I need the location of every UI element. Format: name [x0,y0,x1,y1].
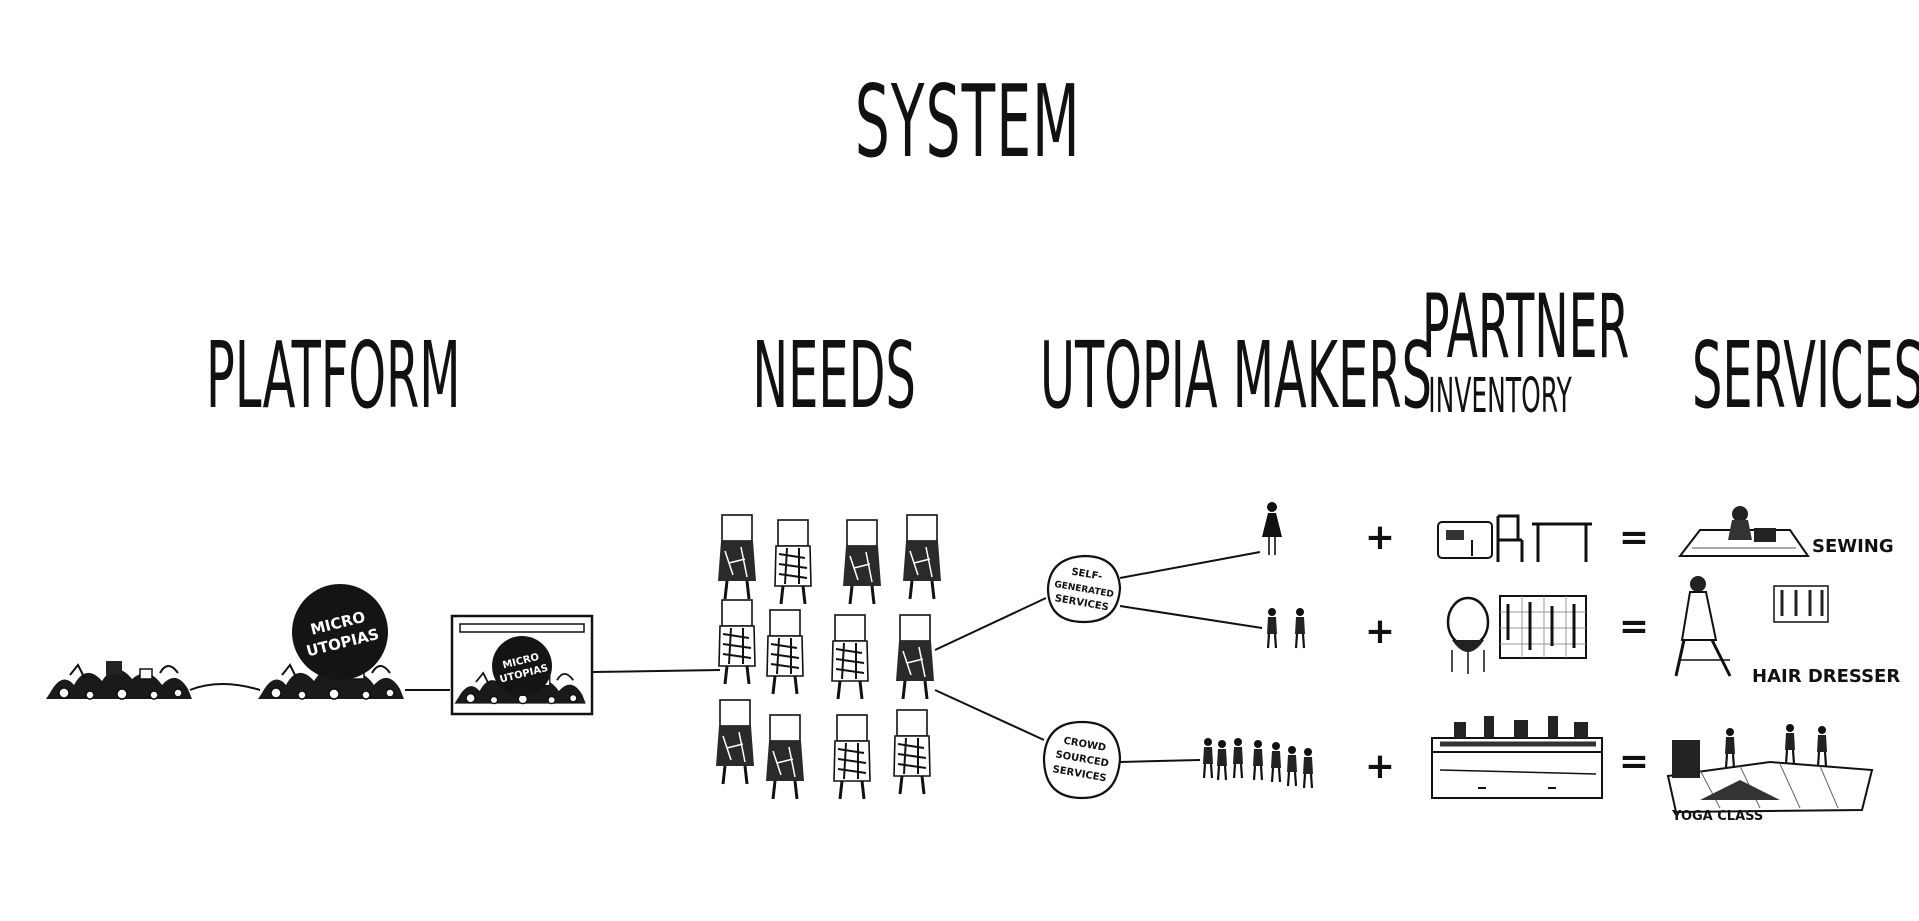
sewing-machine-icon [1437,521,1493,559]
equals-sign: = [1619,741,1649,782]
micro-utopias-ball-small [492,636,552,696]
person-figure-icon [1269,740,1283,784]
yoga-class-service-illustration [1666,722,1874,814]
hair-dresser-service-illustration [1674,576,1829,677]
pegboard-icon [1499,595,1587,659]
equals-sign: = [1619,606,1649,647]
person-holding-sign-icon [716,513,758,601]
column-heading-inventory: INVENTORY [1428,368,1572,424]
table-icon [1532,522,1592,562]
person-figure-icon [1231,736,1245,780]
partner-inventory-section [1431,514,1603,799]
shelf-icon [1431,716,1603,799]
woman-figure-icon [1261,501,1283,556]
connector-line [592,669,721,673]
connector-line [189,683,261,691]
connector-line [1119,605,1263,629]
connector-line [934,689,1045,741]
needs-section [714,513,1047,801]
service-label-hair-dresser: HAIR DRESSER [1752,666,1900,687]
connector-line [1119,551,1261,579]
person-figure-icon [1265,606,1279,650]
utopia-makers-section: SELF- GENERATED SERVICES CROWD SOURCED S… [1042,501,1315,800]
person-figure-icon [1301,746,1315,790]
service-label-yoga-class: YOGA CLASS [1671,809,1763,824]
person-holding-sign-icon [901,513,943,601]
connector-line [1119,759,1201,763]
crowd-sourced-services-hub [1042,720,1122,800]
micro-utopias-ball [292,584,388,680]
person-holding-sign-icon [894,613,936,701]
plus-sign: + [1365,517,1395,558]
service-label-sewing: SEWING [1812,536,1894,557]
person-holding-sign-icon [773,518,813,606]
plus-sign: + [1365,746,1395,787]
chair-icon [1496,514,1524,562]
connector-line [934,597,1047,651]
person-figure-icon [1215,738,1229,782]
person-holding-sign-icon [717,598,757,686]
person-holding-sign-icon [764,713,806,801]
person-figure-icon [1251,738,1265,782]
person-holding-sign-icon [892,708,932,796]
sewing-service-illustration [1677,506,1810,557]
mirror-icon [1446,596,1490,674]
self-generated-label-line1: SELF- [1070,567,1103,583]
platform-section: MICRO UTOPIAS MICRO UTOPIAS [45,584,721,716]
person-holding-sign-icon [765,608,805,696]
equals-sign: = [1619,517,1649,558]
person-figure-icon [1293,606,1307,650]
plus-sign: + [1365,611,1395,652]
self-generated-services-hub [1046,554,1122,624]
person-holding-sign-icon [841,518,883,606]
person-holding-sign-icon [832,713,872,801]
person-figure-icon [1201,736,1215,780]
diagram-title: SYSTEM [854,63,1081,180]
person-figure-icon [1285,744,1299,788]
person-holding-sign-icon [714,698,756,786]
services-section: SEWING HAIR DRESSER YOGA CLASS [1666,506,1900,824]
screen-toolbar [459,623,585,633]
person-holding-sign-icon [830,613,870,701]
scrap-pile-icon [45,660,193,700]
